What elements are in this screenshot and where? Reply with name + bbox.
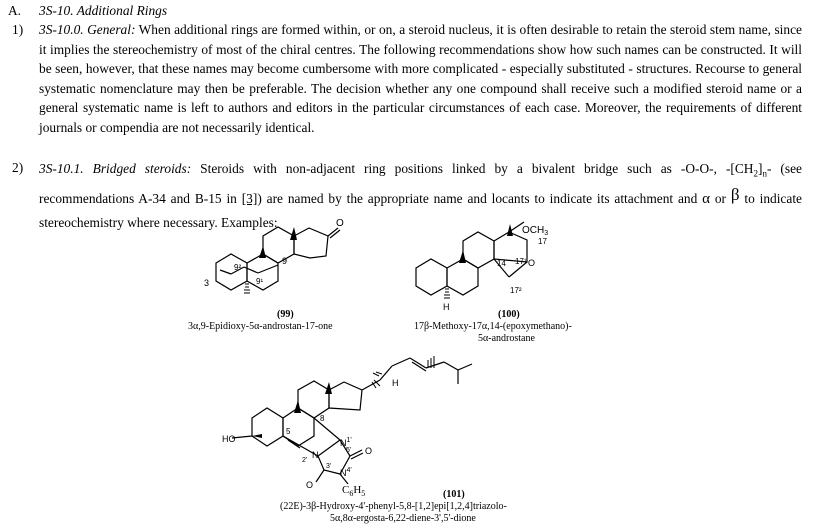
structure-99-ketone-label: O bbox=[336, 218, 344, 229]
methyl-wedge bbox=[507, 224, 513, 236]
structure-100-o-label: O bbox=[528, 258, 535, 268]
methyl-wedge bbox=[259, 246, 266, 258]
structure-101-o1-label: O bbox=[365, 446, 372, 456]
section-marker: A. bbox=[8, 3, 22, 18]
methyl-wedge bbox=[290, 227, 297, 240]
item-1-paragraph: 3S-10.0. General: When additional rings … bbox=[39, 20, 802, 137]
item-2-text-d: ) are named by the appropriate name and … bbox=[257, 190, 703, 206]
structure-99-o1-label: 9¹ bbox=[256, 277, 263, 286]
structure-100-c171-label: 17¹ bbox=[515, 257, 527, 266]
item-1-text: When additional rings are formed within,… bbox=[39, 22, 802, 135]
beta-symbol: β bbox=[730, 184, 740, 204]
item-2-text-a: Steroids with non-adjacent ring position… bbox=[200, 161, 754, 176]
item-2-number: 2) bbox=[12, 160, 24, 175]
structure-100-och3: OCH3 bbox=[522, 225, 548, 237]
structure-101-n4-label: N4' bbox=[340, 467, 352, 478]
structure-101-c8-label: 8 bbox=[320, 414, 325, 423]
structure-101: HO H 5 8 N1' N 2' 3' 5' N4' O O bbox=[222, 356, 473, 488]
compound-101-name-line1: (22E)-3β-Hydroxy-4'-phenyl-5,8-[1,2]epi[… bbox=[280, 501, 507, 512]
structure-99: 3 9 9² 9¹ O bbox=[204, 218, 344, 294]
methyl-wedge bbox=[325, 382, 332, 394]
compound-101-name-line2: 5α,8α-ergosta-6,22-diene-3',5'-dione bbox=[330, 513, 476, 524]
item-1-number: 1) bbox=[12, 22, 24, 37]
structure-101-h-label: H bbox=[392, 378, 399, 388]
item-2-text-c: - (see recommendations A-34 and B-15 in bbox=[39, 161, 802, 206]
structure-99-o2-label: 9² bbox=[234, 263, 241, 272]
structure-101-ho-label: HO bbox=[222, 434, 236, 444]
compound-99-name: 3α,9-Epidioxy-5α-androstan-17-one bbox=[188, 321, 333, 332]
item-2-text-e: to indicate stereochemistry where necess… bbox=[39, 190, 802, 230]
structure-100: OCH3 17 14 17¹ O 17² H bbox=[415, 221, 548, 312]
item-2-paragraph: 3S-10.1. Bridged steroids: Steroids with… bbox=[39, 157, 802, 234]
methyl-wedge bbox=[294, 400, 301, 413]
alpha-symbol: α bbox=[702, 190, 710, 207]
compound-100-name-line2: 5α-androstane bbox=[478, 333, 535, 344]
item-1-label: 3S-10.0. General: bbox=[39, 22, 136, 37]
structure-99-c3-label: 3 bbox=[204, 278, 209, 288]
structure-101-c3-locant: 3' bbox=[326, 463, 331, 470]
structure-101-n2-label: N bbox=[312, 450, 319, 460]
structure-99-c9-label: 9 bbox=[282, 256, 287, 266]
item-2-sub-2: 2 bbox=[753, 168, 758, 179]
structure-101-c5p-locant: 5' bbox=[346, 447, 351, 454]
item-2-or: or bbox=[710, 190, 731, 206]
structure-100-h-label: H bbox=[443, 302, 450, 312]
section-title: 3S-10. Additional Rings bbox=[39, 3, 168, 18]
structure-100-c17-label: 17 bbox=[538, 237, 547, 246]
structure-101-o2-label: O bbox=[306, 480, 313, 488]
item-2-label: 3S-10.1. Bridged steroids: bbox=[39, 161, 192, 176]
structure-101-n1-label: N1' bbox=[340, 437, 352, 448]
structure-100-c172-label: 17² bbox=[510, 286, 522, 295]
reference-link-3[interactable]: [3] bbox=[241, 190, 258, 206]
compound-100-name-line1: 17β-Methoxy-17α,14-(epoxymethano)- bbox=[414, 321, 572, 332]
structure-101-phenyl: C6H5 bbox=[342, 484, 366, 499]
structure-101-n2-locant: 2' bbox=[302, 457, 307, 464]
item-2-sub-n: n bbox=[762, 168, 767, 179]
compound-100-number: (100) bbox=[498, 309, 520, 320]
item-2-text-b: ] bbox=[757, 161, 763, 176]
compound-99-number: (99) bbox=[277, 309, 294, 320]
compound-101-number: (101) bbox=[443, 489, 465, 500]
hydroxy-wedge bbox=[252, 434, 262, 438]
structure-100-c14-label: 14 bbox=[497, 259, 506, 268]
structure-101-c5-label: 5 bbox=[286, 427, 291, 436]
methyl-wedge bbox=[459, 250, 466, 263]
